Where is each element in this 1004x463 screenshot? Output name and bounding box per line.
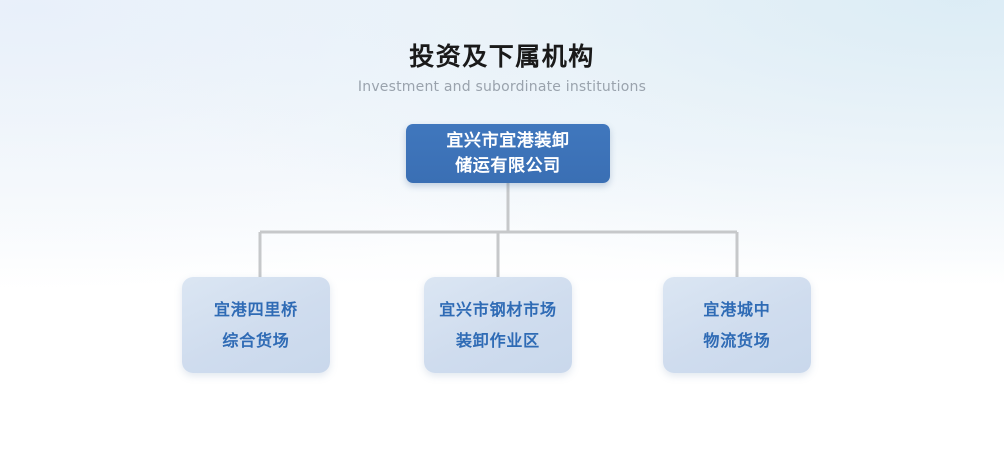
org-node-child-1[interactable]: 宜港四里桥 综合货场 [182,277,330,373]
org-node-root[interactable]: 宜兴市宜港装卸 储运有限公司 [406,124,610,183]
title-english: Investment and subordinate institutions [357,79,647,95]
org-node-child-2-line1: 宜兴市钢材市场 [439,300,557,319]
org-node-child-3-line2: 物流货场 [703,331,771,350]
org-node-child-2-line2: 装卸作业区 [455,331,540,350]
org-node-child-3[interactable]: 宜港城中 物流货场 [663,277,811,373]
org-node-child-1-line1: 宜港四里桥 [213,300,298,319]
org-node-child-3-line1: 宜港城中 [703,300,771,319]
org-node-child-2[interactable]: 宜兴市钢材市场 装卸作业区 [424,277,572,373]
org-node-child-1-line2: 综合货场 [222,331,290,350]
page-title: 投资及下属机构 Investment and subordinate insti… [0,40,1004,97]
org-node-root-line2: 储运有限公司 [455,155,561,176]
org-node-root-line1: 宜兴市宜港装卸 [446,130,570,151]
title-chinese: 投资及下属机构 [409,42,595,71]
